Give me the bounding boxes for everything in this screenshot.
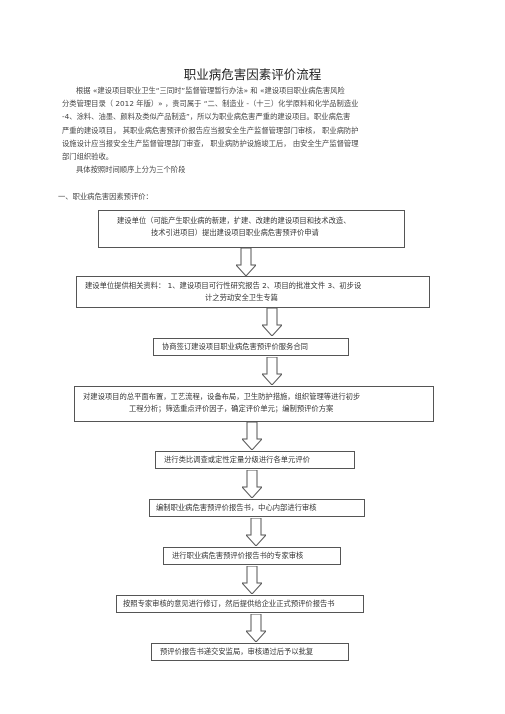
flow-step-5: 进行类比调查或定性定量分级进行各单元评价	[155, 451, 355, 469]
intro-line: 分类管理目录（ 2012 年版）» ，贵司属于 “二、制造业 -（十三）化学原料…	[62, 99, 359, 109]
flow-arrow-icon	[236, 248, 256, 276]
flow-step-text: 建设单位提供相关资料： 1、建设项目可行性研究报告 2、项目的批准文件 3、初步…	[85, 281, 362, 290]
flow-arrow-icon	[242, 566, 262, 594]
flow-step-text: 进行类比调查或定性定量分级进行各单元评价	[164, 455, 310, 464]
stage-one-heading: 一、职业病危害因素预评价：	[58, 192, 153, 201]
flow-step-text: 协商签订建设项目职业病危害预评价服务合同	[162, 342, 308, 351]
intro-line: 根据 «建设项目职业卫生“三同时”监督管理暂行办法» 和 «建设项目职业病危害风…	[76, 86, 345, 95]
flow-arrow-icon	[242, 470, 262, 498]
flow-arrow-icon	[246, 614, 266, 642]
flow-step-text: 工程分析；筛选重点评价因子，确定评价单元；编制预评价方案	[129, 404, 334, 413]
flow-arrow-icon	[246, 518, 266, 546]
document-title: 职业病危害因素评价流程	[183, 67, 322, 82]
flow-step-2: 建设单位提供相关资料： 1、建设项目可行性研究报告 2、项目的批准文件 3、初步…	[76, 276, 430, 308]
flow-arrow-icon	[262, 308, 282, 336]
flow-step-text: 建设单位（可能产生职业病的新建，扩建、改建的建设项目和技术改造、	[117, 216, 351, 225]
intro-paragraph: 根据 «建设项目职业卫生“三同时”监督管理暂行办法» 和 «建设项目职业病危害风…	[62, 84, 437, 176]
flow-step-7: 进行职业病危害预评价报告书的专家审核	[163, 547, 341, 565]
flow-step-6: 编制职业病危害预评价报告书，中心内部进行审核	[149, 499, 365, 517]
flow-step-3: 协商签订建设项目职业病危害预评价服务合同	[153, 338, 349, 356]
order-text: 具体按照时间顺序上分为三个阶段	[76, 165, 186, 175]
flow-step-1: 建设单位（可能产生职业病的新建，扩建、改建的建设项目和技术改造、 技术引进项目）…	[98, 210, 405, 248]
flow-step-8: 按照专家审核的意见进行修订，然后提供给企业正式预评价报告书	[116, 595, 364, 613]
flow-step-text: 按照专家审核的意见进行修订，然后提供给企业正式预评价报告书	[123, 599, 335, 608]
flow-step-text: 进行职业病危害预评价报告书的专家审核	[172, 551, 304, 560]
flow-step-text: 技术引进项目）提出建设项目职业病危害预评价申请	[151, 228, 319, 237]
intro-line: 部门组织验收。	[62, 152, 114, 162]
intro-line: 设施设计应当报安全生产监督管理部门审查， 职业病防护设施竣工后， 由安全生产监督…	[62, 138, 359, 148]
intro-line: 严重的建设项目， 其职业病危害预评价报告应当报安全生产监督管理部门审核， 职业病…	[62, 125, 359, 135]
flow-step-9: 预评价报告书递交安监局，审核通过后予以批复	[151, 643, 349, 661]
flow-step-text: 预评价报告书递交安监局，审核通过后予以批复	[160, 647, 314, 656]
intro-line: -4、涂料、油墨、颜料及类似产品制造”，所以为职业病危害严重的建设项目。职业病危…	[62, 112, 351, 122]
flow-arrow-icon	[262, 357, 282, 385]
flow-step-4: 对建设项目的总平面布置，工艺流程，设备布局，卫生防护措施，组织管理等进行初步 工…	[74, 386, 434, 422]
flow-step-text: 编制职业病危害预评价报告书，中心内部进行审核	[156, 503, 317, 512]
flow-step-text: 对建设项目的总平面布置，工艺流程，设备布局，卫生防护措施，组织管理等进行初步	[83, 392, 361, 401]
flow-arrow-icon	[242, 422, 262, 450]
flow-step-text: 计之劳动安全卫生专篇	[205, 293, 278, 302]
